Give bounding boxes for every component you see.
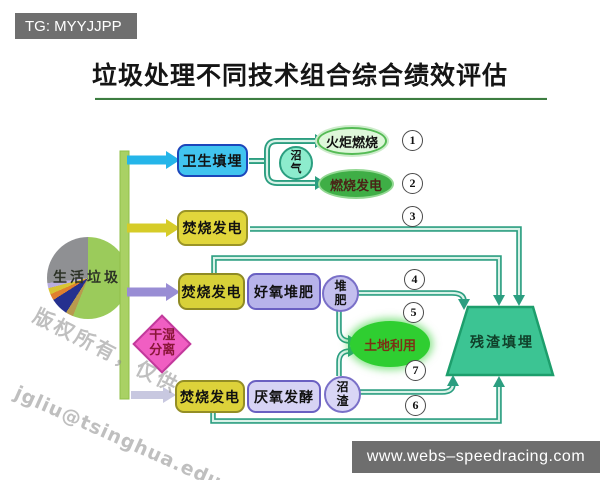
route-badge-3: 3 (402, 206, 423, 227)
node-residue-landfill-label: 残渣填埋 (470, 335, 534, 351)
trunk-line (119, 150, 130, 400)
residue-landfill-shape (445, 305, 555, 377)
node-aerobic-composting: 好氧堆肥 (247, 273, 321, 310)
node-compost: 堆肥 (322, 275, 359, 312)
node-anaerobic-digestion-label: 厌氧发酵 (254, 389, 314, 406)
pipe-route-7-under (210, 376, 505, 424)
pipe-compost-to-landfill (358, 290, 470, 310)
node-biogas-power-label: 燃烧发电 (329, 178, 382, 194)
node-incineration-power-1: 焚烧发电 (177, 210, 248, 246)
title-underline (95, 97, 547, 100)
node-incineration-power-2: 焚烧发电 (178, 273, 245, 310)
pipe-slurry-to-landfill (360, 375, 459, 395)
node-aerobic-composting-label: 好氧堆肥 (254, 284, 314, 301)
node-sanitary-landfill: 卫生填埋 (177, 144, 248, 177)
route-badge-5: 5 (403, 302, 424, 323)
route-badge-1: 1 (402, 130, 423, 151)
tg-badge-label: TG: MYYJJPP (25, 17, 122, 35)
arrow-to-incineration-3 (131, 387, 176, 403)
node-biogas: 沼气 (279, 146, 313, 180)
site-banner-label: www.webs–speedracing.com (366, 448, 586, 465)
node-biogas-label: 沼气 (290, 149, 302, 175)
route-badge-6: 6 (405, 395, 426, 416)
arrow-to-incineration-2 (127, 283, 180, 301)
tg-badge: TG: MYYJJPP (15, 13, 137, 39)
node-biogas-residue: 沼渣 (324, 376, 361, 413)
node-dry-wet-separation-label: 干湿分离 (148, 328, 175, 358)
route-badge-4: 4 (404, 269, 425, 290)
arrow-to-incineration-1 (127, 219, 180, 237)
pipe-network (210, 134, 525, 424)
node-incineration-power-2-label: 焚烧发电 (181, 284, 242, 301)
route-badge-2: 2 (402, 173, 423, 194)
page-title: 垃圾处理不同技术组合综合绩效评估 (91, 61, 508, 90)
pipe-route-3 (250, 226, 525, 306)
node-incineration-power-3: 焚烧发电 (175, 380, 245, 413)
node-flare-burning-label: 火炬燃烧 (325, 135, 378, 151)
node-incineration-power-1-label: 焚烧发电 (182, 221, 243, 237)
node-land-use: 土地利用 (350, 321, 430, 367)
node-sanitary-landfill-label: 卫生填埋 (182, 153, 243, 170)
pipe-route-4-over (211, 255, 505, 306)
node-compost-label: 堆肥 (334, 278, 347, 307)
node-biogas-residue-label: 沼渣 (336, 379, 349, 408)
node-anaerobic-digestion: 厌氧发酵 (247, 380, 321, 413)
pie-label-household-waste: 生活垃圾 (53, 270, 121, 286)
arrow-to-sanitary-landfill (127, 151, 180, 169)
site-banner: www.webs–speedracing.com (352, 441, 600, 473)
node-land-use-label: 土地利用 (363, 338, 416, 354)
waste-pie-chart (47, 237, 129, 319)
node-biogas-power: 燃烧发电 (318, 169, 394, 199)
node-flare-burning: 火炬燃烧 (317, 127, 387, 155)
node-incineration-power-3-label: 焚烧发电 (180, 389, 240, 406)
route-badge-7: 7 (405, 360, 426, 381)
